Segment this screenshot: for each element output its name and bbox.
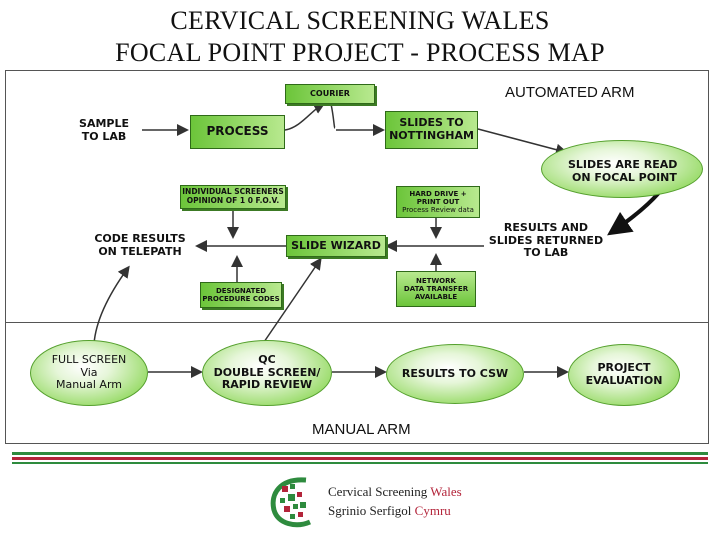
full-screen-line-2: Via bbox=[80, 365, 98, 379]
diagram-title-line-1: CERVICAL SCREENING WALES bbox=[170, 6, 550, 35]
slides-read-ellipse: SLIDES ARE READ ON FOCAL POINT bbox=[541, 140, 703, 198]
logo-text-english: Cervical Screening Wales bbox=[328, 484, 462, 500]
project-evaluation-line-1: PROJECT bbox=[597, 361, 651, 375]
green-stripe-bottom bbox=[12, 462, 708, 464]
logo-text-welsh-main: Sgrinio Serfigol bbox=[328, 503, 412, 518]
code-results-label: CODE RESULTS ON TELEPATH bbox=[84, 232, 196, 258]
code-results-line-2: ON TELEPATH bbox=[98, 244, 182, 258]
qc-line-2: DOUBLE SCREEN/ bbox=[213, 365, 321, 379]
results-returned-label: RESULTS AND SLIDES RETURNED TO LAB bbox=[484, 221, 608, 260]
qc-ellipse: QC DOUBLE SCREEN/ RAPID REVIEW bbox=[202, 340, 332, 406]
qc-line-1: QC bbox=[258, 352, 276, 366]
project-evaluation-ellipse: PROJECT EVALUATION bbox=[568, 344, 680, 406]
hard-drive-line-3: Process Review data bbox=[402, 206, 474, 215]
logo-text-english-wales: Wales bbox=[430, 484, 462, 499]
individual-screeners-box: INDIVIDUAL SCREENERS OPINION OF 1 0 F.O.… bbox=[180, 185, 286, 209]
sample-to-lab-label: SAMPLE TO LAB bbox=[64, 117, 144, 143]
individual-screeners-line-2: OPINION OF 1 0 F.O.V. bbox=[186, 196, 280, 205]
sample-to-lab-line-2: TO LAB bbox=[81, 129, 127, 143]
slides-to-nottingham-line-2: NOTTINGHAM bbox=[389, 129, 474, 142]
arrow-qc-to-wizard bbox=[263, 257, 322, 343]
green-stripe-top bbox=[12, 452, 708, 455]
process-box: PROCESS bbox=[190, 115, 285, 149]
slides-read-line-1: SLIDES ARE READ bbox=[568, 158, 678, 171]
slide-wizard-box: SLIDE WIZARD bbox=[286, 235, 386, 257]
process-map-frame bbox=[5, 70, 709, 444]
full-screen-line-3: Manual Arm bbox=[55, 378, 123, 392]
hard-drive-line-1: HARD DRIVE + bbox=[409, 189, 467, 198]
csw-logo-emblem bbox=[270, 477, 311, 528]
arm-divider bbox=[5, 322, 709, 323]
hard-drive-box: HARD DRIVE + PRINT OUT Process Review da… bbox=[396, 186, 480, 218]
process-label: PROCESS bbox=[206, 124, 269, 139]
designated-line-2: PROCEDURE CODES bbox=[202, 295, 280, 303]
diagram-title-line-2: FOCAL POINT PROJECT - PROCESS MAP bbox=[115, 38, 605, 67]
network-line-3: AVAILABLE bbox=[414, 293, 458, 302]
results-returned-line-3: TO LAB bbox=[523, 246, 569, 260]
full-screen-ellipse: FULL SCREEN Via Manual Arm bbox=[30, 340, 148, 406]
individual-screeners-line-1: INDIVIDUAL SCREENERS bbox=[182, 187, 284, 197]
network-transfer-box: NETWORK DATA TRANSFER AVAILABLE bbox=[396, 271, 476, 307]
results-returned-line-2: SLIDES RETURNED bbox=[488, 233, 604, 247]
arrow-courier-to-slides bbox=[330, 103, 336, 129]
sample-to-lab-line-1: SAMPLE bbox=[79, 117, 129, 130]
slide-wizard-label: SLIDE WIZARD bbox=[291, 238, 381, 252]
results-to-csw-ellipse: RESULTS TO CSW bbox=[386, 344, 524, 404]
manual-arm-label: MANUAL ARM bbox=[312, 421, 411, 438]
project-evaluation-line-2: EVALUATION bbox=[585, 374, 663, 387]
results-to-csw-label: RESULTS TO CSW bbox=[401, 366, 509, 380]
hard-drive-line-2: PRINT OUT bbox=[416, 197, 460, 206]
arrow-full-screen-to-code bbox=[93, 265, 130, 345]
logo-text-welsh: Sgrinio Serfigol Cymru bbox=[328, 503, 451, 519]
logo-text-welsh-cymru: Cymru bbox=[414, 503, 451, 518]
slides-read-line-2: ON FOCAL POINT bbox=[572, 170, 677, 184]
arrow-nottingham-to-read bbox=[477, 128, 568, 156]
red-stripe bbox=[12, 457, 708, 460]
logo-text-english-main: Cervical Screening bbox=[328, 484, 428, 499]
results-returned-line-1: RESULTS AND bbox=[503, 221, 589, 234]
courier-label: COURIER bbox=[310, 89, 350, 99]
automated-arm-label: AUTOMATED ARM bbox=[505, 84, 635, 101]
qc-line-3: RAPID REVIEW bbox=[221, 378, 313, 392]
slides-to-nottingham-line-1: SLIDES TO bbox=[399, 116, 464, 130]
designated-line-1: DESIGNATED bbox=[215, 286, 267, 295]
code-results-line-1: CODE RESULTS bbox=[94, 232, 186, 245]
full-screen-line-1: FULL SCREEN bbox=[51, 352, 127, 366]
network-line-1: NETWORK bbox=[416, 276, 456, 285]
arrow-process-to-courier bbox=[284, 102, 326, 131]
designated-procedure-codes-box: DESIGNATED PROCEDURE CODES bbox=[200, 282, 282, 308]
network-line-2: DATA TRANSFER bbox=[403, 284, 469, 293]
slides-to-nottingham-box: SLIDES TO NOTTINGHAM bbox=[385, 111, 478, 149]
courier-box: COURIER bbox=[285, 84, 375, 104]
